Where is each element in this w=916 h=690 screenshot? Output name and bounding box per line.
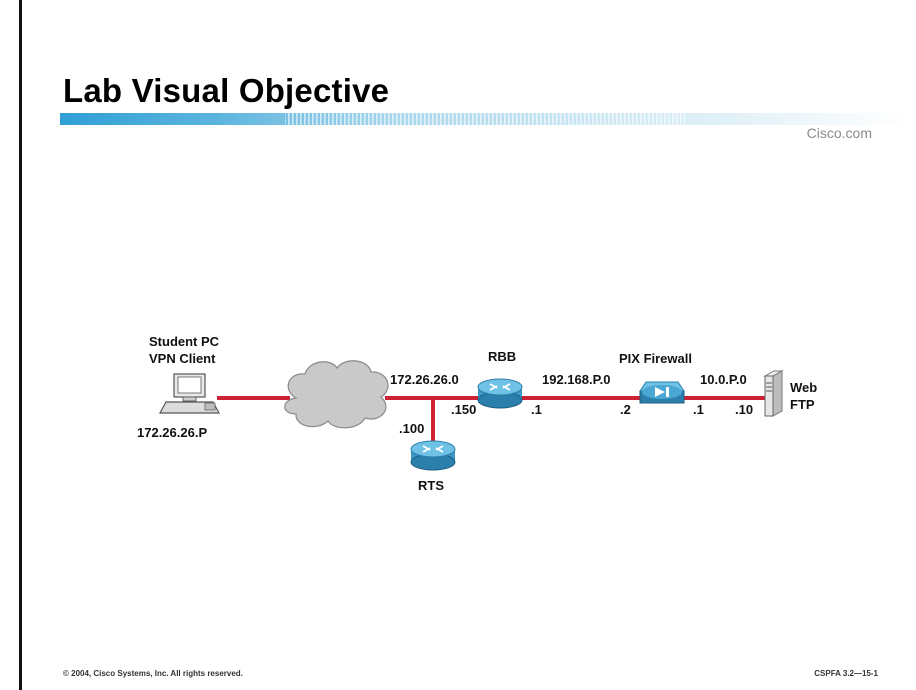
course-id-text: CSPFA 3.2—15-1 bbox=[814, 669, 878, 678]
router-rbb-icon bbox=[477, 378, 523, 409]
server-label-line2: FTP bbox=[790, 397, 815, 412]
interface-rbb-left: .150 bbox=[451, 402, 476, 417]
network-label-c: 10.0.P.0 bbox=[700, 372, 747, 387]
brand-text: Cisco.com bbox=[806, 125, 872, 141]
slide-title: Lab Visual Objective bbox=[63, 72, 390, 109]
pc-icon bbox=[158, 373, 221, 414]
interface-rbb-right: .1 bbox=[531, 402, 542, 417]
network-label-a: 172.26.26.0 bbox=[390, 372, 459, 387]
server-icon bbox=[763, 370, 784, 417]
cloud-icon bbox=[284, 360, 389, 429]
server-label-line1: Web bbox=[790, 380, 817, 395]
rbb-label: RBB bbox=[488, 349, 516, 364]
pc-label-line2: VPN Client bbox=[149, 351, 216, 366]
interface-rts-top: .100 bbox=[399, 421, 424, 436]
interface-server: .10 bbox=[735, 402, 753, 417]
copyright-text: © 2004, Cisco Systems, Inc. All rights r… bbox=[63, 669, 243, 678]
network-label-b: 192.168.P.0 bbox=[542, 372, 610, 387]
firewall-icon bbox=[639, 381, 685, 404]
title-banner bbox=[60, 113, 910, 125]
pix-label: PIX Firewall bbox=[619, 351, 692, 366]
interface-pix-right: .1 bbox=[693, 402, 704, 417]
pc-label-line1: Student PC bbox=[149, 334, 220, 349]
rts-label: RTS bbox=[418, 478, 444, 493]
slide-frame bbox=[19, 0, 916, 690]
pc-address: 172.26.26.P bbox=[137, 425, 207, 440]
router-rts-icon bbox=[410, 440, 456, 471]
interface-pix-left: .2 bbox=[620, 402, 631, 417]
